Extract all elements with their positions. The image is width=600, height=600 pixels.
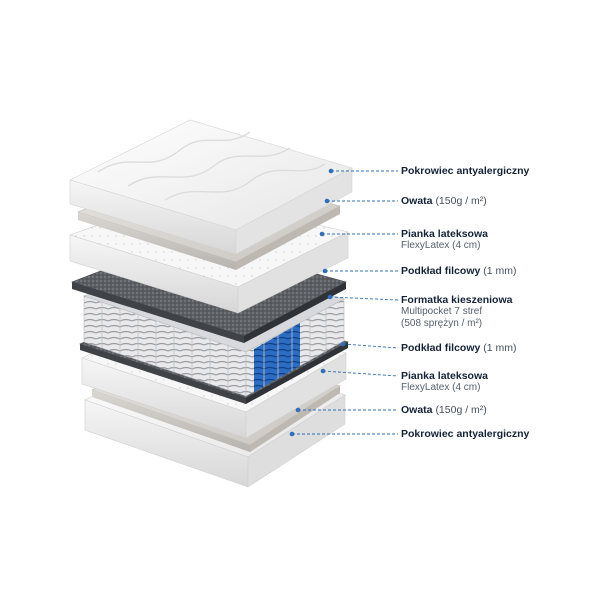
layer-subtitle: Multipocket 7 stref bbox=[401, 306, 483, 317]
layer-title: Owata bbox=[401, 195, 433, 207]
layer-detail: (150g / m²) bbox=[435, 404, 487, 416]
layer-title: Pianka lateksowa bbox=[401, 370, 488, 382]
layer-label-felt-bottom: Podkład filcowy (1 mm) bbox=[401, 342, 517, 354]
leader-dot bbox=[327, 294, 333, 300]
layer-title: Formatka kieszeniowa bbox=[401, 294, 513, 306]
layer-title: Pokrowiec antyalergiczny bbox=[401, 428, 530, 440]
layer-detail: (150g / m²) bbox=[435, 195, 487, 207]
layer-label-felt-top: Podkład filcowy (1 mm) bbox=[401, 265, 517, 277]
leader-dot bbox=[319, 231, 325, 237]
layer-detail: (1 mm) bbox=[483, 342, 517, 354]
leader-lines bbox=[292, 170, 399, 435]
layer-title: Podkład filcowy bbox=[401, 265, 481, 277]
leader-dot bbox=[340, 341, 346, 347]
top-cover-layer bbox=[69, 119, 353, 255]
leader-dot bbox=[322, 268, 328, 274]
layer-label-latex-bottom: Pianka lateksowa FlexyLatex (4 cm) bbox=[401, 370, 488, 394]
layer-label-latex-top: Pianka lateksowa FlexyLatex (4 cm) bbox=[401, 228, 488, 252]
layer-title: Podkład filcowy bbox=[401, 342, 481, 354]
leader-dot bbox=[324, 198, 330, 204]
layer-title: Owata bbox=[401, 404, 433, 416]
layer-detail: (1 mm) bbox=[483, 265, 517, 277]
leader-dots bbox=[289, 168, 346, 437]
layer-subtitle: FlexyLatex (4 cm) bbox=[401, 382, 481, 393]
layer-title: Pianka lateksowa bbox=[401, 228, 488, 240]
layer-label-wadding-bottom: Owata (150g / m²) bbox=[401, 404, 487, 416]
leader-dot bbox=[295, 407, 301, 413]
zone-springs-blue bbox=[254, 323, 300, 392]
leader-dot bbox=[289, 431, 295, 437]
leader-dot bbox=[320, 368, 326, 374]
layer-label-pocket-core: Formatka kieszeniowa Multipocket 7 stref… bbox=[401, 294, 512, 329]
layer-subtitle: (508 sprężyn / m²) bbox=[401, 317, 483, 329]
leader-dot bbox=[328, 168, 334, 174]
layer-subtitle: FlexyLatex (4 cm) bbox=[401, 240, 481, 251]
layer-label-cover-bottom: Pokrowiec antyalergiczny bbox=[401, 428, 529, 440]
layer-title: Pokrowiec antyalergiczny bbox=[401, 165, 530, 177]
layer-label-cover-top: Pokrowiec antyalergiczny bbox=[401, 165, 529, 177]
layer-label-wadding-top: Owata (150g / m²) bbox=[401, 195, 487, 207]
